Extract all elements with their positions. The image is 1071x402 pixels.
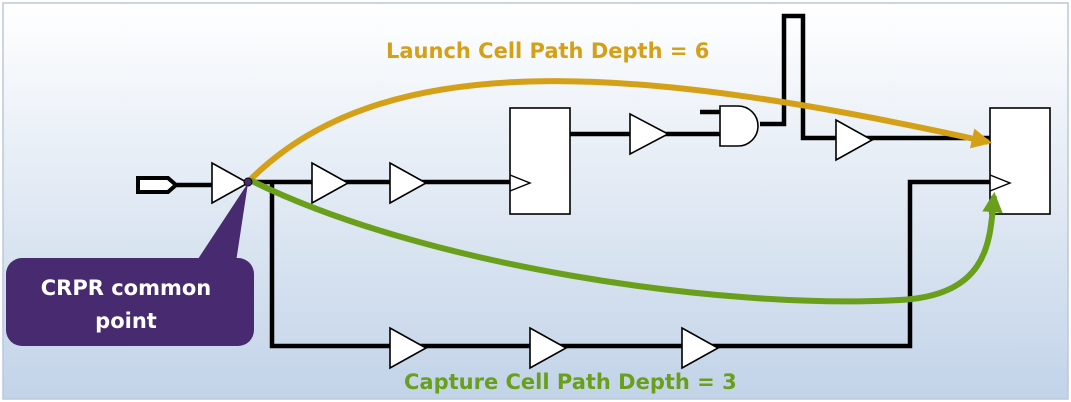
crpr-common-point-dot <box>243 177 253 187</box>
buffer-icon <box>389 326 428 370</box>
buffer-icon <box>835 118 874 162</box>
capture-flip-flop-clock-pin <box>989 174 1012 192</box>
launch-flip-flop-icon <box>509 107 571 215</box>
launch-path-label: Launch Cell Path Depth = 6 <box>386 39 709 63</box>
wires <box>176 13 990 349</box>
capture-path-label: Capture Cell Path Depth = 3 <box>404 370 737 394</box>
crpr-callout-line1: CRPR common <box>41 276 211 300</box>
buffer-icon <box>389 161 428 205</box>
capture-flip-flop-icon <box>989 107 1051 215</box>
launch-path-arrow <box>247 78 992 183</box>
buffers <box>211 112 874 370</box>
crpr-callout-line2: point <box>95 309 157 333</box>
buffer-icon <box>681 326 720 370</box>
buffer-icon <box>529 326 568 370</box>
buffer-icon <box>311 161 350 205</box>
crpr-callout: CRPR common point <box>6 183 254 346</box>
and-gate-icon <box>719 105 759 147</box>
clock-input-port-icon <box>136 176 180 194</box>
buffer-icon <box>211 161 250 205</box>
buffer-icon <box>629 112 670 156</box>
capture-path-arrow <box>248 177 1003 305</box>
launch-flip-flop-clock-pin <box>509 174 532 192</box>
